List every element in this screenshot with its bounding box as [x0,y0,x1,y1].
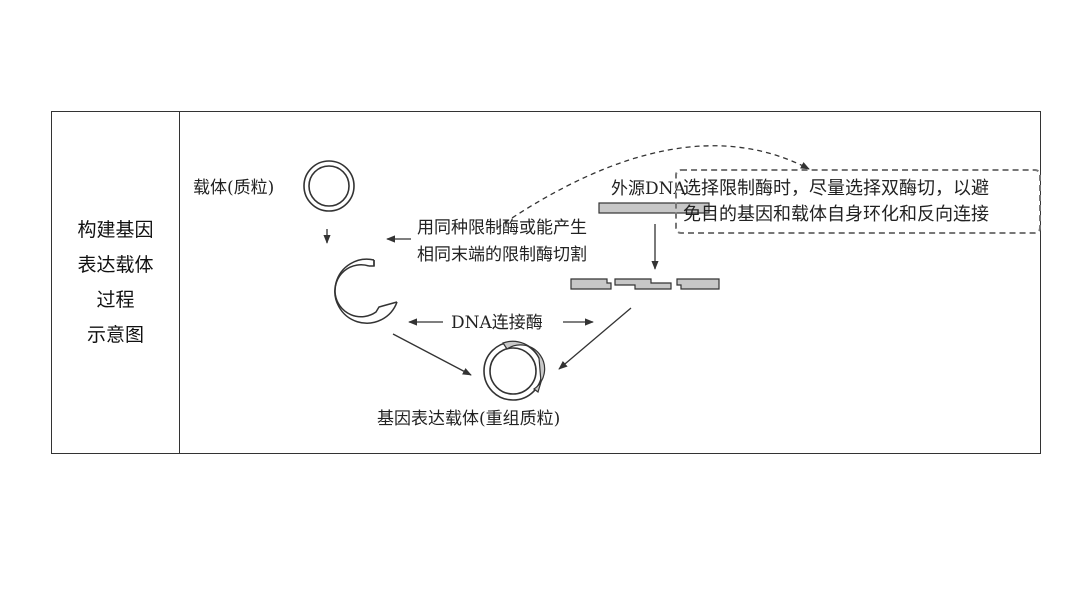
row-header-line-4: 示意图 [77,318,153,353]
label-ligase: DNA连接酶 [451,313,543,333]
note-line-2: 免目的基因和载体自身环化和反向连接 [683,202,1033,228]
label-result: 基因表达载体(重组质粒) [377,409,560,429]
row-header-line-1: 构建基因 [77,213,153,248]
label-vector: 载体(质粒) [193,178,274,198]
diagram-svg [181,112,1042,453]
row-header-cell: 构建基因 表达载体 过程 示意图 [52,112,180,453]
row-header-text: 构建基因 表达载体 过程 示意图 [77,213,153,353]
plasmid-ring [304,161,354,211]
row-header-line-3: 过程 [77,283,153,318]
note-box: 选择限制酶时，尽量选择双酶切，以避 免目的基因和载体自身环化和反向连接 [675,169,1041,234]
label-enzyme-line-1: 用同种限制酶或能产生 [417,218,587,238]
arrow-to-recombinant-left [393,334,471,375]
dna-fragments [571,279,719,289]
row-header-line-2: 表达载体 [77,248,153,283]
diagram-cell: 载体(质粒) 外源DNA 用同种限制酶或能产生 相同末端的限制酶切割 DNA连接… [181,112,1042,453]
label-enzyme-line-2: 相同末端的限制酶切割 [417,245,587,265]
arrow-to-recombinant-right [559,308,631,369]
recombinant-plasmid [484,341,545,400]
process-table: 构建基因 表达载体 过程 示意图 [51,111,1041,454]
note-line-1: 选择限制酶时，尽量选择双酶切，以避 [683,176,1033,202]
cut-plasmid [334,259,399,323]
